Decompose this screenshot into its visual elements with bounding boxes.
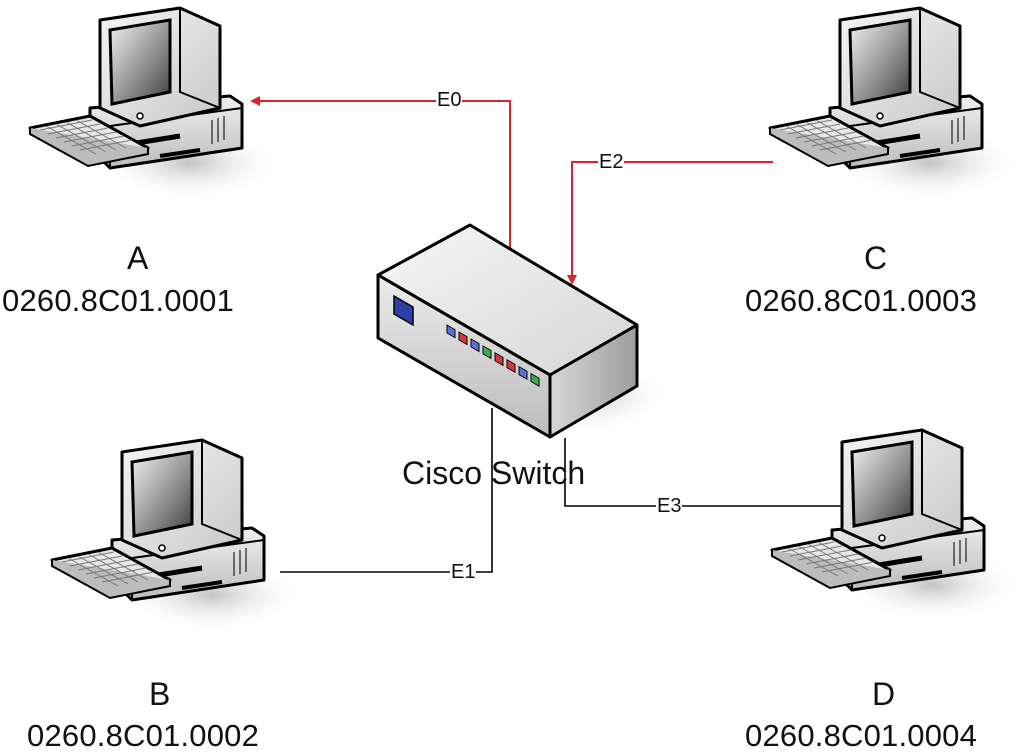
port-e2-label: E2 [598,151,625,173]
host-c-label: C [864,240,888,276]
computer-c-icon [770,8,1019,201]
computer-d-icon [772,430,1019,623]
computer-b-icon [52,440,307,633]
port-e1-label: E1 [450,561,477,583]
host-d-mac: 0260.8C01.0004 [745,718,978,753]
host-a-mac: 0260.8C01.0001 [2,283,235,318]
host-b-label: B [149,676,171,712]
port-e0-label: E0 [436,89,463,111]
host-d-label: D [872,676,896,712]
port-e3-label: E3 [656,495,683,517]
host-a-label: A [127,240,149,276]
computer-a-icon [30,8,285,201]
link-e1 [280,408,493,573]
network-switch-icon [376,223,675,439]
host-b-mac: 0260.8C01.0002 [27,718,260,753]
link-e3 [564,438,846,507]
host-c-mac: 0260.8C01.0003 [745,283,978,318]
link-e0 [250,96,511,252]
link-e2 [567,161,773,285]
switch-label: Cisco Switch [402,455,586,491]
switch-panel [393,294,414,327]
